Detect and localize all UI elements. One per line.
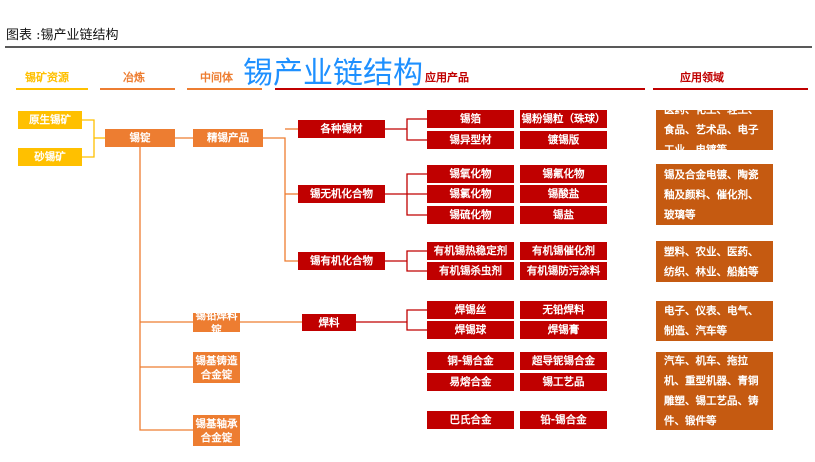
intermediate-box: 精锡产品 [193,129,263,147]
product-box: 焊锡丝 [427,301,514,319]
header-smelting: 冶炼 [123,71,145,84]
product-box: 焊锡膏 [520,321,607,339]
product-box: 铅-锡合金 [520,411,607,429]
category-box: 各种锡材 [298,120,385,138]
intermediate-box: 锡基铸造合金锭 [193,352,240,383]
product-box: 铜-锡合金 [427,352,514,370]
product-box: 锡异型材 [427,131,514,149]
field-box: 锡及合金电镀、陶瓷釉及颜料、催化剂、玻璃等 [656,164,773,225]
product-box: 无铅焊料 [520,301,607,319]
diagram-big-title: 锡产业链结构 [243,56,423,91]
smelt-box: 锡锭 [105,129,175,147]
category-box: 焊料 [302,314,356,331]
product-box: 锡氧化物 [427,165,514,183]
header-fields: 应用领域 [680,71,724,84]
product-box: 有机锡热稳定剂 [427,242,514,260]
product-box: 锡粉锡粒（珠球） [520,110,607,128]
product-box: 有机锡杀虫剂 [427,262,514,280]
field-box: 汽车、机车、拖拉机、重型机器、青铜雕塑、锡工艺品、铸件、锻件等 [656,352,773,430]
product-box: 锡箔 [427,110,514,128]
product-box: 锡硫化物 [427,206,514,224]
product-box: 锡盐 [520,206,607,224]
product-box: 锡工艺品 [520,373,607,391]
category-box: 锡有机化合物 [298,252,385,270]
intermediate-box: 锡基轴承合金锭 [193,415,240,446]
resource-box: 砂锡矿 [18,148,82,166]
product-box: 超导铌锡合金 [520,352,607,370]
product-box: 有机锡防污涂料 [520,262,607,280]
product-box: 锡酸盐 [520,185,607,203]
field-box: 塑料、农业、医药、纺织、林业、船舶等 [656,241,773,282]
product-box: 有机锡催化剂 [520,242,607,260]
category-box: 锡无机化合物 [298,185,385,203]
header-resource: 锡矿资源 [25,71,69,84]
product-box: 焊锡球 [427,321,514,339]
field-box: 医药、化工、轻工、食品、艺术品、电子工业、电镀等 [656,104,773,156]
intermediate-box: 锡铅焊料锭 [193,310,240,336]
product-box: 镀锡版 [520,131,607,149]
header-products: 应用产品 [425,71,469,84]
figure-title: 图表 :锡产业链结构 [6,28,119,43]
product-box: 巴氏合金 [427,411,514,429]
product-box: 锡氯化物 [427,185,514,203]
product-box: 易熔合金 [427,373,514,391]
resource-box: 原生锡矿 [18,111,82,129]
product-box: 锡氟化物 [520,165,607,183]
header-intermediate: 中间体 [200,71,233,84]
field-box: 电子、仪表、电气、制造、汽车等 [656,301,773,341]
